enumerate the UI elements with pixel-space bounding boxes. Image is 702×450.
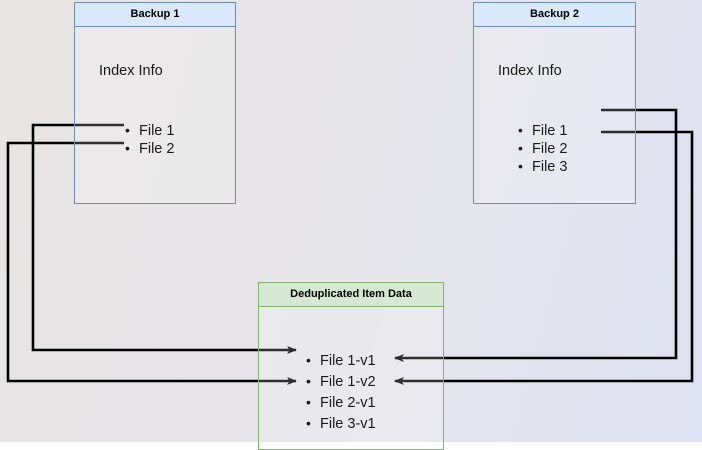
node-backup-2[interactable]: Backup 2 Index Info File 1 File 2 File 3 — [473, 2, 636, 204]
list-item: File 1 — [125, 121, 174, 140]
edge-backup1-file1-to-dedup-file1v1 — [31, 123, 297, 354]
list-item: File 2 — [125, 139, 174, 158]
node-dedup-header: Deduplicated Item Data — [259, 283, 443, 307]
list-item: File 3-v1 — [306, 413, 376, 435]
list-item: File 1-v2 — [306, 371, 376, 393]
edge-backup2-file2-to-dedup-file2v1 — [394, 130, 694, 385]
file-list-backup-2: File 1 File 2 File 3 — [518, 121, 567, 176]
edge-backup2-file1-to-dedup-file1v2 — [394, 108, 678, 362]
file-list-backup-1: File 1 File 2 — [125, 121, 174, 158]
node-backup-1-header: Backup 1 — [75, 3, 235, 27]
list-item: File 1 — [518, 121, 567, 140]
index-info-label-1: Index Info — [99, 63, 163, 79]
list-item: File 3 — [518, 157, 567, 176]
list-item: File 1-v1 — [306, 350, 376, 372]
index-info-label-2: Index Info — [498, 63, 562, 79]
list-item: File 2 — [518, 139, 567, 158]
node-backup-1[interactable]: Backup 1 Index Info File 1 File 2 — [74, 2, 236, 204]
node-backup-2-header: Backup 2 — [474, 3, 635, 27]
list-item: File 2-v1 — [306, 392, 376, 414]
edge-backup1-file2-to-dedup-file2v1 — [6, 141, 297, 385]
file-list-dedup: File 1-v1 File 1-v2 File 2-v1 File 3-v1 — [306, 350, 376, 435]
node-deduplicated-item-data[interactable]: Deduplicated Item Data File 1-v1 File 1-… — [258, 282, 444, 450]
